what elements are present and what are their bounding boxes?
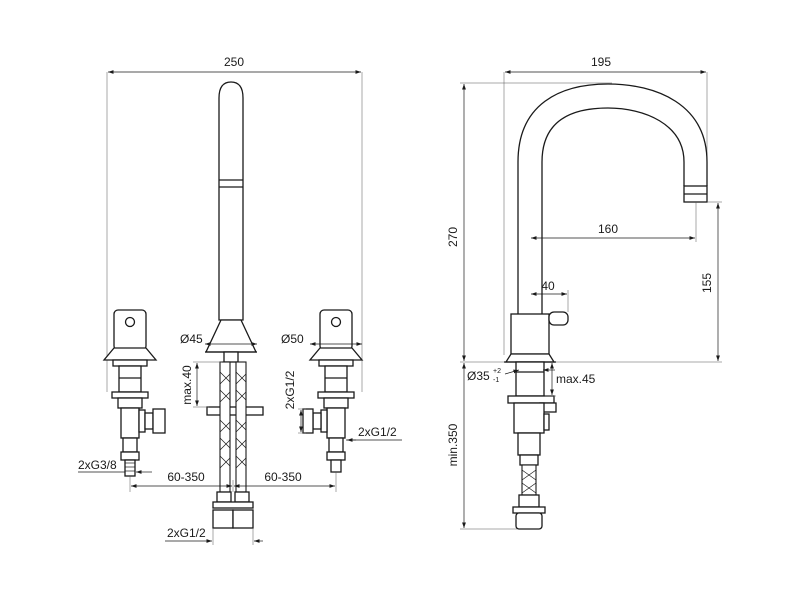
hose-braid-hatch <box>219 371 247 469</box>
dim-spout-reach: 160 <box>531 202 697 242</box>
dim-min-hose-length: min.350 <box>446 363 517 530</box>
base-diameter-tolerance-upper: +2 <box>493 368 501 375</box>
right-handle-valve <box>302 309 364 473</box>
dim-handle-diameter: Ø50 <box>281 332 362 346</box>
mixer-base <box>504 353 556 363</box>
side-height-label: 270 <box>446 227 460 247</box>
overall-width-label: 250 <box>224 55 244 69</box>
max-height-label: max.40 <box>180 365 194 405</box>
inlet-thread-bottom-label: 2xG1/2 <box>167 526 206 540</box>
max-deck-thickness-label: max.45 <box>556 372 596 386</box>
gooseneck-spout <box>517 83 708 314</box>
base-diameter-label: Ø35 <box>467 369 490 383</box>
dim-overall-width-front: 250 <box>106 55 363 392</box>
dim-handle-offset: 40 <box>531 279 569 312</box>
dim-valve-spacing: 60-350 60-350 <box>129 470 337 492</box>
dim-inlet-thread-right: 2xG1/2 <box>346 425 402 442</box>
base-diameter-tolerance-lower: -1 <box>493 377 499 384</box>
deck-bracket <box>206 406 264 416</box>
dim-inlet-thread-vertical: 2xG1/2 <box>283 370 306 434</box>
supply-hoses <box>212 361 254 529</box>
spout-reach-label: 160 <box>598 222 618 236</box>
dim-overall-width-side: 195 <box>503 55 708 355</box>
handle-offset-label: 40 <box>541 279 555 293</box>
mixer-body <box>510 313 550 355</box>
dim-max-deck-thickness: max.45 <box>545 363 596 397</box>
spacing-right-label: 60-350 <box>264 470 302 484</box>
spacing-left-label: 60-350 <box>167 470 205 484</box>
spout-front <box>204 81 258 363</box>
outlet-height-label: 155 <box>700 273 714 293</box>
spout-diameter-label: Ø45 <box>180 332 203 346</box>
dim-max-40: max.40 <box>180 361 222 408</box>
min-hose-length-label: min.350 <box>446 423 460 466</box>
outlet-thread-left-label: 2xG3/8 <box>78 458 117 472</box>
left-handle-valve <box>102 309 166 477</box>
dim-overall-height: 270 <box>446 82 612 363</box>
side-view: 195 270 <box>446 55 722 530</box>
dim-inlet-thread-bottom: 2xG1/2 <box>165 526 263 545</box>
under-deck-assembly <box>507 361 557 530</box>
dim-base-diameter: Ø35 +2 -1 <box>467 368 555 384</box>
side-width-label: 195 <box>591 55 611 69</box>
inlet-thread-vertical-label: 2xG1/2 <box>283 370 297 409</box>
dim-outlet-thread-left: 2xG3/8 <box>78 458 152 474</box>
lever-handle <box>548 311 569 326</box>
dim-spout-diameter: Ø45 <box>180 332 257 346</box>
inlet-thread-right-label: 2xG1/2 <box>358 425 397 439</box>
handle-diameter-label: Ø50 <box>281 332 304 346</box>
front-view: 250 Ø45 <box>78 55 402 545</box>
dim-outlet-height: 155 <box>556 201 722 363</box>
